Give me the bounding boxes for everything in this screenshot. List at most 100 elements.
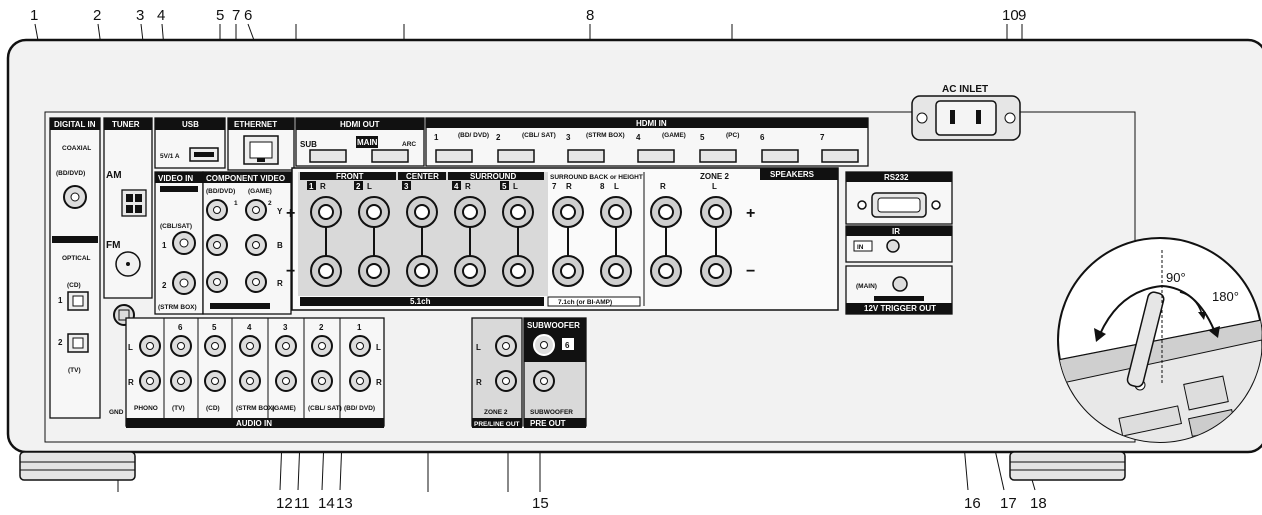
pre-out-label: PRE OUT [530, 419, 566, 428]
audio-in-section: AUDIO IN 6 5 4 3 2 1 L R L R [109, 317, 385, 428]
speaker-terminals-plus [310, 196, 732, 228]
hdmi-in-section: HDMI IN 1 (BD/ DVD) 2 (CBL/ SAT) 3 (STRM… [425, 117, 869, 167]
callout-14: 14 [318, 495, 335, 512]
ch71-label: 7.1ch (or BI-AMP) [558, 299, 612, 306]
speaker-terminals-minus [310, 255, 732, 287]
hdmi-in-bddvd-label: (BD/ DVD) [458, 132, 489, 139]
ir-in-jack[interactable] [886, 239, 900, 253]
zone2-pre-l-label: L [476, 343, 481, 352]
subwoofer-top-label: SUBWOOFER [527, 321, 580, 330]
inset-antenna [1126, 291, 1165, 388]
fm-label: FM [106, 240, 120, 251]
am-antenna-terminal[interactable] [121, 189, 147, 217]
callout-5: 5 [216, 7, 224, 24]
callout-4: 4 [157, 7, 165, 24]
optical-1-label: 1 [58, 296, 63, 305]
ethernet-section: ETHERNET [227, 117, 295, 171]
surround-label: SURROUND [470, 172, 516, 181]
sp-l-zone2: L [712, 182, 717, 191]
video-1-label: 1 [162, 241, 167, 250]
hdmi-sub-label: SUB [300, 140, 317, 149]
audio-col-2: 2 [319, 323, 324, 332]
ethernet-label: ETHERNET [234, 120, 277, 129]
ir-section: IR IN [845, 225, 953, 263]
callout-18: 18 [1030, 495, 1047, 512]
subwoofer-bottom-label: SUBWOOFER [530, 409, 573, 416]
hdmi-in-6-label: 6 [760, 133, 765, 142]
sp-r-back: R [566, 182, 572, 191]
callout-13: 13 [336, 495, 353, 512]
foot-right [1009, 451, 1126, 481]
hdmi-in-2-label: 2 [496, 133, 501, 142]
audio-in-label: AUDIO IN [236, 419, 272, 428]
audio-col-3: 3 [283, 323, 288, 332]
audio-tv-label: (TV) [172, 405, 185, 412]
digital-in-section: DIGITAL IN COAXIAL (BD/DVD) OPTICAL (CD)… [49, 117, 101, 419]
ac-inlet-label: AC INLET [942, 84, 988, 95]
sp-l-front: L [367, 182, 372, 191]
optical-tv-label: (TV) [68, 367, 81, 374]
hdmi-out-sub-port[interactable] [309, 149, 347, 163]
video-cblsat-label: (CBL/SAT) [160, 223, 192, 230]
coaxial-label: COAXIAL [62, 145, 91, 152]
antenna-rotation-inset: 90° 180° [1057, 237, 1262, 443]
coaxial-bddvd-label: (BD/DVD) [56, 170, 85, 177]
component-2-label: 2 [268, 200, 272, 207]
hdmi-in-7-port[interactable] [821, 149, 859, 163]
component-1-label: 1 [234, 200, 238, 207]
sp-r-surround: R [465, 182, 471, 191]
ir-label: IR [892, 227, 900, 236]
audio-col-4: 4 [247, 323, 252, 332]
callout-15: 15 [532, 495, 549, 512]
ch51-label: 5.1ch [410, 297, 431, 306]
callout-11: 11 [294, 495, 310, 512]
hdmi-in-2-port[interactable] [497, 149, 535, 163]
plus-sign-left: + [286, 205, 295, 222]
usb-section: USB 5V/1 A [154, 117, 226, 169]
plus-sign: + [746, 205, 755, 222]
trigger-out-jack[interactable] [892, 276, 908, 292]
callout-10: 10 [1002, 7, 1019, 24]
hdmi-in-strmbox-label: (STRM BOX) [586, 132, 625, 139]
component-video-label: COMPONENT VIDEO [206, 174, 285, 183]
digital-in-label: DIGITAL IN [54, 120, 96, 129]
hdmi-in-4-port[interactable] [637, 149, 675, 163]
sp-num-5: 5 [502, 182, 507, 191]
sp-num-2: 2 [356, 182, 361, 191]
component-video-section: COMPONENT VIDEO (BD/DVD) (GAME) 1 2 Y B … [202, 171, 292, 315]
pre-line-out-label: PRE/LINE OUT [474, 421, 520, 428]
zone2-label: ZONE 2 [700, 172, 729, 181]
zone2-pre-label: ZONE 2 [484, 409, 508, 416]
callout-16: 16 [964, 495, 981, 512]
minus-sign: − [746, 263, 755, 280]
rs232-label: RS232 [884, 173, 909, 182]
audio-strmbox-label: (STRM BOX) [236, 405, 275, 412]
hdmi-out-main-port[interactable] [371, 149, 409, 163]
callout-8: 8 [586, 7, 594, 24]
audio-col-6: 6 [178, 323, 183, 332]
hdmi-in-6-port[interactable] [761, 149, 799, 163]
callout-12: 12 [276, 495, 293, 512]
component-r-label: R [277, 279, 283, 288]
foot-left [19, 451, 136, 481]
hdmi-in-label: HDMI IN [636, 119, 667, 128]
hdmi-in-5-port[interactable] [699, 149, 737, 163]
video-strmbox-label: (STRM BOX) [158, 304, 197, 311]
hdmi-in-3-port[interactable] [567, 149, 605, 163]
audio-bddvd-label: (BD/ DVD) [344, 405, 375, 412]
video-in-label: VIDEO IN [158, 174, 193, 183]
sp-r-zone2: R [660, 182, 666, 191]
audio-cd-label: (CD) [206, 405, 220, 412]
hdmi-in-1-port[interactable] [435, 149, 473, 163]
hdmi-in-4-label: 4 [636, 133, 641, 142]
audio-r-left-label: R [128, 378, 134, 387]
tuner-label: TUNER [112, 120, 140, 129]
rs232-section: RS232 [845, 171, 953, 225]
optical-cd-label: (CD) [67, 282, 81, 289]
trigger-section: (MAIN) 12V TRIGGER OUT [845, 265, 953, 315]
audio-l-left-label: L [128, 343, 133, 352]
sp-num-1: 1 [309, 182, 314, 191]
component-b-label: B [277, 241, 283, 250]
hdmi-out-label: HDMI OUT [340, 120, 380, 129]
callout-6: 6 [244, 7, 252, 24]
